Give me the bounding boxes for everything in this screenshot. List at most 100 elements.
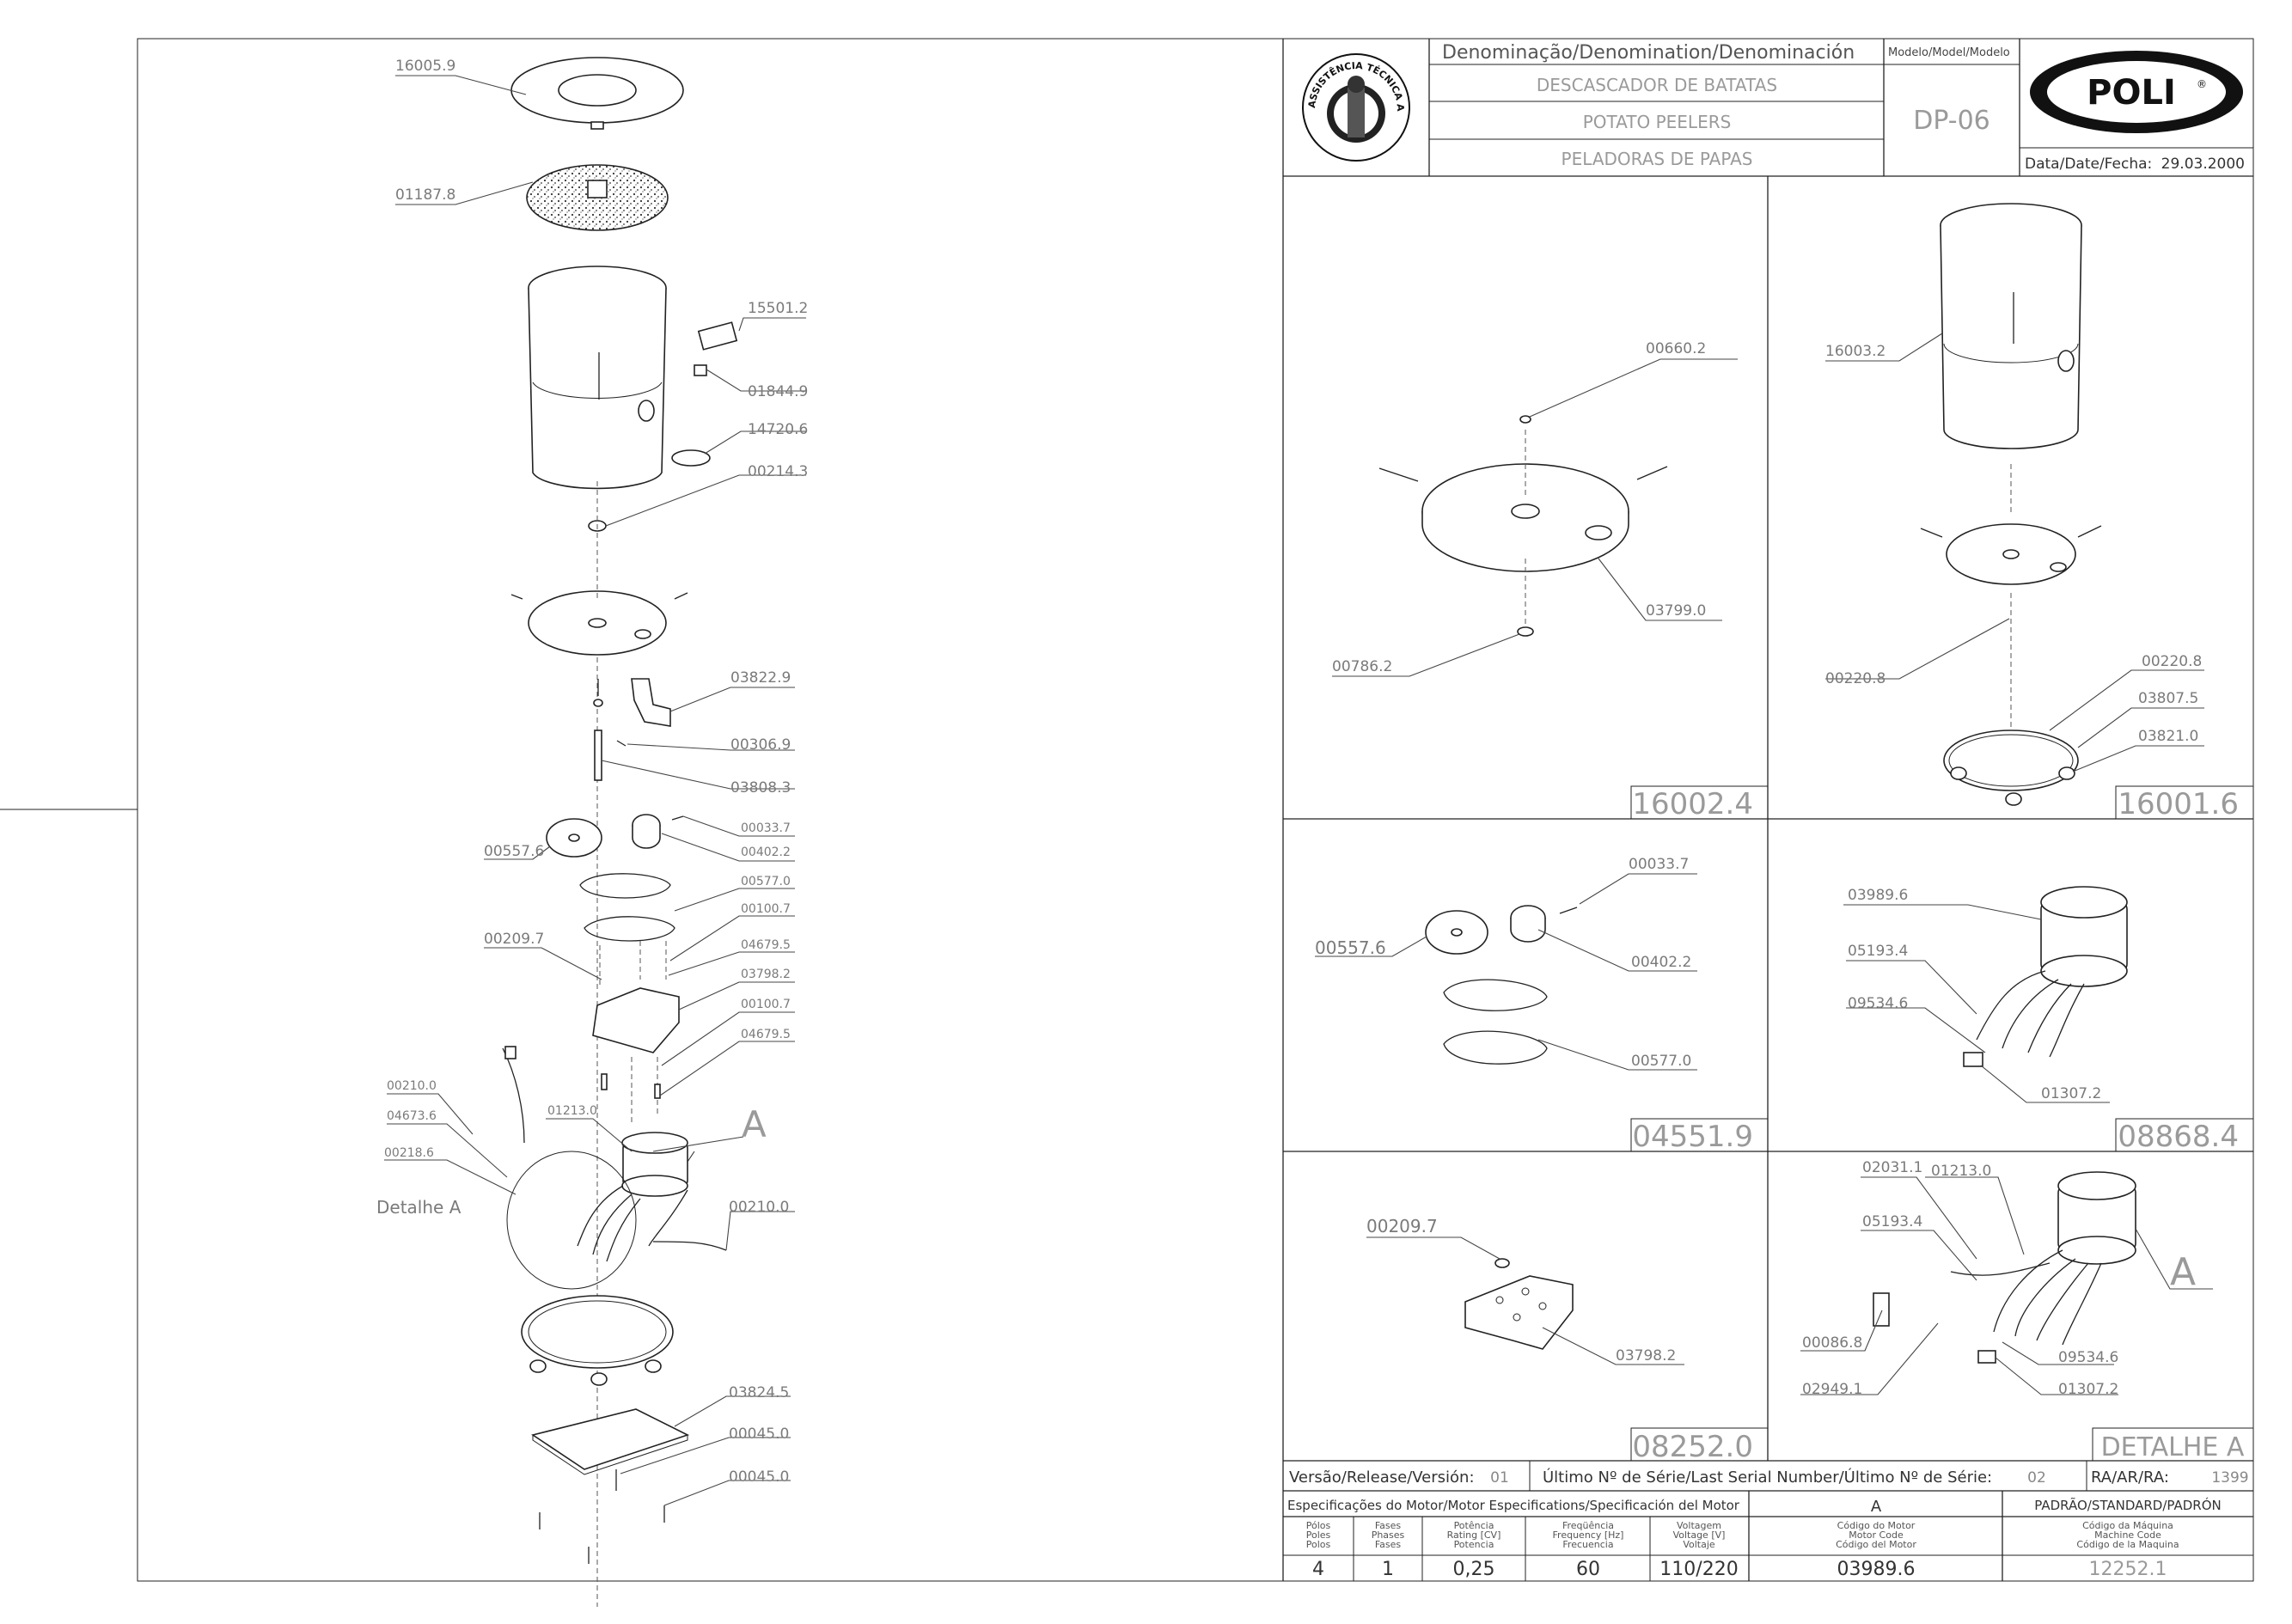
sheet-border <box>137 38 2254 1582</box>
label-00557-6-main: 00557.6 <box>484 843 544 860</box>
label-01307-2: 01307.2 <box>2041 1085 2101 1102</box>
machine-code-value: 12252.1 <box>2089 1559 2167 1580</box>
ra-label: RA/AR/RA: <box>2091 1468 2169 1487</box>
label-00210-0-b: 00210.0 <box>729 1199 789 1216</box>
label-00214-3: 00214.3 <box>748 463 808 480</box>
detail-title: DETALHE A <box>2101 1432 2245 1462</box>
label-09534-6: 09534.6 <box>1848 995 1908 1012</box>
detail-a-label: Detalhe A <box>376 1197 461 1218</box>
label-03807-5: 03807.5 <box>2138 690 2198 707</box>
label-01213-0: 01213.0 <box>1931 1163 1991 1180</box>
label-00045-0-a: 00045.0 <box>729 1426 789 1443</box>
panel-16002: 00660.2 03799.0 00786.2 16002.4 <box>1332 340 1753 821</box>
serial-value: 02 <box>2027 1469 2046 1487</box>
drum-part <box>1940 224 2082 449</box>
voltage-value: 110/220 <box>1659 1559 1738 1580</box>
label-00786-2: 00786.2 <box>1332 658 1392 675</box>
label-04679-5-b: 04679.5 <box>741 1028 791 1041</box>
panel-16001: 16003.2 00220.8 00220.8 03807.5 03821.0 … <box>1825 203 2239 821</box>
frequency-value: 60 <box>1576 1559 1600 1580</box>
frequency-head: Frecuencia <box>1562 1539 1613 1550</box>
label-01307-2-detail: 01307.2 <box>2058 1381 2118 1398</box>
exploded-view <box>502 57 744 1607</box>
main-drum-part <box>528 287 667 490</box>
voltage-head: Voltaje <box>1683 1539 1715 1550</box>
label-00220-8-b: 00220.8 <box>2142 653 2202 670</box>
label-01187-8: 01187.8 <box>395 186 455 204</box>
serial-label: Último Nº de Série/Last Serial Number/Úl… <box>1543 1468 1992 1487</box>
panel-detail-a: 02031.1 01213.0 05193.4 00086.8 09534.6 … <box>1800 1159 2245 1462</box>
frequency-head: Freqüência <box>1562 1520 1614 1531</box>
label-00086-8: 00086.8 <box>1802 1334 1862 1352</box>
panel-grid <box>1283 176 2254 1462</box>
rating-value: 0,25 <box>1453 1559 1495 1580</box>
label-00306-9: 00306.9 <box>730 736 791 754</box>
voltage-head: Voltage [V] <box>1673 1529 1726 1541</box>
phases-head: Fases <box>1375 1520 1402 1531</box>
label-03799-0: 03799.0 <box>1646 602 1706 620</box>
name-en: POTATO PEELERS <box>1583 112 1732 132</box>
phases-head: Phases <box>1372 1529 1405 1541</box>
label-00209-7-main: 00209.7 <box>484 931 544 948</box>
frequency-head: Frequency [Hz] <box>1553 1529 1624 1541</box>
model-value: DP-06 <box>1913 106 1990 136</box>
spec-column-heads: PólosPolesPolosFasesPhasesFasesPotênciaR… <box>1306 1520 2179 1550</box>
label-00557-6: 00557.6 <box>1315 937 1386 958</box>
poles-head: Pólos <box>1306 1520 1331 1531</box>
label-04679-5-a: 04679.5 <box>741 938 791 952</box>
label-04673-6: 04673.6 <box>387 1109 437 1123</box>
phases-value: 1 <box>1382 1559 1394 1580</box>
label-00402-2: 00402.2 <box>1631 954 1691 971</box>
code-08252-0: 08252.0 <box>1632 1430 1753 1464</box>
label-05193-4-detail: 05193.4 <box>1862 1213 1922 1230</box>
svg-text:POLI: POLI <box>2087 73 2176 113</box>
rating-head: Rating [CV] <box>1447 1529 1501 1541</box>
footer-table: Versão/Release/Versión: 01 Último Nº de … <box>1283 1460 2253 1581</box>
poles-head: Polos <box>1306 1539 1331 1550</box>
machine-code-head: Machine Code <box>2094 1529 2161 1541</box>
version-label: Versão/Release/Versión: <box>1289 1468 1475 1487</box>
label-03824-5: 03824.5 <box>729 1384 789 1401</box>
label-14720-6: 14720.6 <box>748 421 808 438</box>
motor-code-head: Código del Motor <box>1836 1539 1916 1550</box>
label-00100-7-b: 00100.7 <box>741 998 791 1011</box>
machine-code-head: Código de la Maquina <box>2076 1539 2179 1550</box>
standard-label: PADRÃO/STANDARD/PADRÓN <box>2034 1497 2222 1513</box>
rating-head: Potencia <box>1454 1539 1494 1550</box>
label-03798-2: 03798.2 <box>1616 1347 1676 1365</box>
denomination-label: Denominação/Denomination/Denominación <box>1442 42 1855 64</box>
label-16005-9: 16005.9 <box>395 58 455 75</box>
motor-plate-part <box>1464 1275 1574 1350</box>
label-02949-1: 02949.1 <box>1802 1381 1862 1398</box>
label-01844-9: 01844.9 <box>748 383 808 400</box>
label-00209-7: 00209.7 <box>1366 1216 1438 1236</box>
label-15501-2: 15501.2 <box>748 300 808 317</box>
phases-head: Fases <box>1375 1539 1402 1550</box>
poles-value: 4 <box>1312 1559 1324 1580</box>
exploded-view-labels: 16005.9 01187.8 15501.2 01844.9 14720.6 … <box>376 58 808 1506</box>
label-16003-2: 16003.2 <box>1825 343 1886 360</box>
version-value: 01 <box>1490 1469 1509 1487</box>
label-00033-7-main: 00033.7 <box>741 821 791 835</box>
label-03989-6: 03989.6 <box>1848 887 1908 904</box>
name-es: PELADORAS DE PAPAS <box>1562 149 1753 169</box>
label-09534-6-detail: 09534.6 <box>2058 1349 2118 1366</box>
motor-code-value: 03989.6 <box>1837 1559 1916 1580</box>
label-00218-6: 00218.6 <box>384 1146 434 1160</box>
ra-value: 1399 <box>2211 1469 2248 1487</box>
panel-08252: 00209.7 03798.2 08252.0 <box>1366 1216 1753 1464</box>
label-00402-2-main: 00402.2 <box>741 846 791 859</box>
name-pt: DESCASCADOR DE BATATAS <box>1537 75 1777 95</box>
model-label: Modelo/Model/Modelo <box>1888 46 2010 59</box>
label-02031-1: 02031.1 <box>1862 1159 1922 1176</box>
code-04551-9: 04551.9 <box>1632 1120 1753 1154</box>
code-16002-4: 16002.4 <box>1632 787 1753 821</box>
panel-04551: 00033.7 00557.6 00402.2 00577.0 04551.9 <box>1315 856 1753 1154</box>
label-00045-0-b: 00045.0 <box>729 1468 789 1486</box>
label-00100-7-a: 00100.7 <box>741 902 791 916</box>
date-label: Data/Date/Fecha: <box>2025 156 2152 173</box>
poles-head: Poles <box>1306 1529 1331 1541</box>
label-03821-0: 03821.0 <box>2138 728 2198 745</box>
panel-08868: 03989.6 05193.4 09534.6 01307.2 08868.4 <box>1843 886 2239 1154</box>
